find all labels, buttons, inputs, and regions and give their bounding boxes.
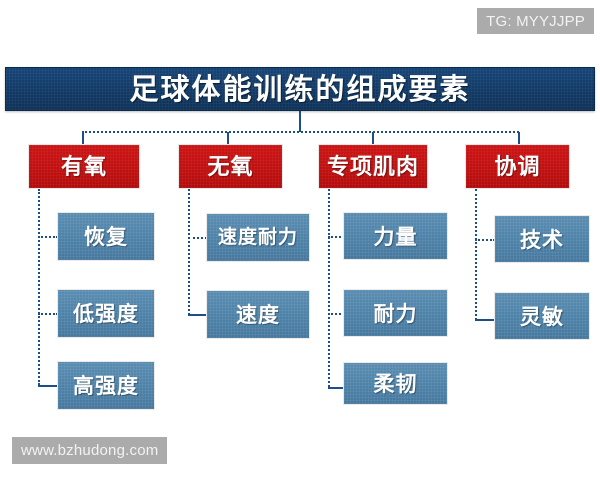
category-box-2[interactable]: 无氧	[178, 144, 283, 189]
connector-drop-category-4	[518, 132, 520, 145]
category-box-4[interactable]: 协调	[465, 144, 570, 189]
diagram-title-banner: 足球体能训练的组成要素	[5, 67, 595, 111]
item-box-1-2[interactable]: 低强度	[57, 289, 155, 338]
item-box-1-3[interactable]: 高强度	[57, 361, 155, 410]
category-label-1: 有氧	[60, 153, 107, 180]
connector-branch-2-1	[188, 237, 207, 239]
connector-spine-2	[188, 189, 190, 315]
item-box-2-1[interactable]: 速度耐力	[206, 213, 310, 262]
category-box-3[interactable]: 专项肌肉	[318, 144, 428, 189]
category-label-3: 专项肌肉	[326, 153, 419, 180]
page-title: 足球体能训练的组成要素	[129, 71, 471, 106]
item-box-1-1[interactable]: 恢复	[57, 212, 155, 261]
connector-branch-1-2	[38, 313, 58, 315]
connector-root-bus	[82, 131, 519, 133]
connector-branch-3-3	[328, 387, 345, 389]
item-label-4-1: 技术	[520, 226, 564, 252]
connector-branch-1-1	[38, 236, 58, 238]
item-box-3-1[interactable]: 力量	[343, 212, 448, 260]
connector-drop-category-2	[227, 132, 229, 145]
connector-branch-4-1	[475, 239, 495, 241]
connector-spine-3	[328, 189, 330, 387]
item-label-3-1: 力量	[373, 223, 418, 249]
connector-branch-2-2	[188, 314, 207, 316]
item-label-4-2: 灵敏	[520, 303, 564, 329]
category-label-2: 无氧	[207, 153, 254, 180]
item-label-1-3: 高强度	[73, 373, 139, 398]
category-label-4: 协调	[494, 153, 541, 180]
connector-branch-1-3	[38, 385, 58, 387]
item-box-3-2[interactable]: 耐力	[343, 289, 448, 337]
connector-branch-3-2	[328, 313, 345, 315]
item-label-3-2: 耐力	[373, 300, 418, 326]
item-label-3-3: 柔韧	[373, 371, 418, 396]
connector-spine-4	[475, 189, 477, 320]
item-label-1-1: 恢复	[84, 224, 128, 249]
watermark-top-right: TG: MYYJJPP	[477, 8, 594, 34]
connector-drop-category-3	[372, 132, 374, 145]
connector-root-stem	[299, 111, 301, 132]
item-box-4-1[interactable]: 技术	[494, 215, 590, 263]
item-label-2-2: 速度	[236, 302, 280, 327]
watermark-bottom-left: www.bzhudong.com	[12, 437, 168, 464]
connector-branch-3-1	[328, 236, 345, 238]
item-label-2-1: 速度耐力	[217, 226, 298, 248]
connector-branch-4-2	[475, 319, 495, 321]
category-box-1[interactable]: 有氧	[28, 144, 140, 189]
connector-drop-category-1	[82, 132, 84, 145]
item-label-1-2: 低强度	[73, 301, 139, 326]
item-box-3-3[interactable]: 柔韧	[343, 362, 448, 405]
item-box-4-2[interactable]: 灵敏	[494, 292, 590, 340]
connector-spine-1	[38, 189, 40, 385]
item-box-2-2[interactable]: 速度	[206, 290, 310, 339]
